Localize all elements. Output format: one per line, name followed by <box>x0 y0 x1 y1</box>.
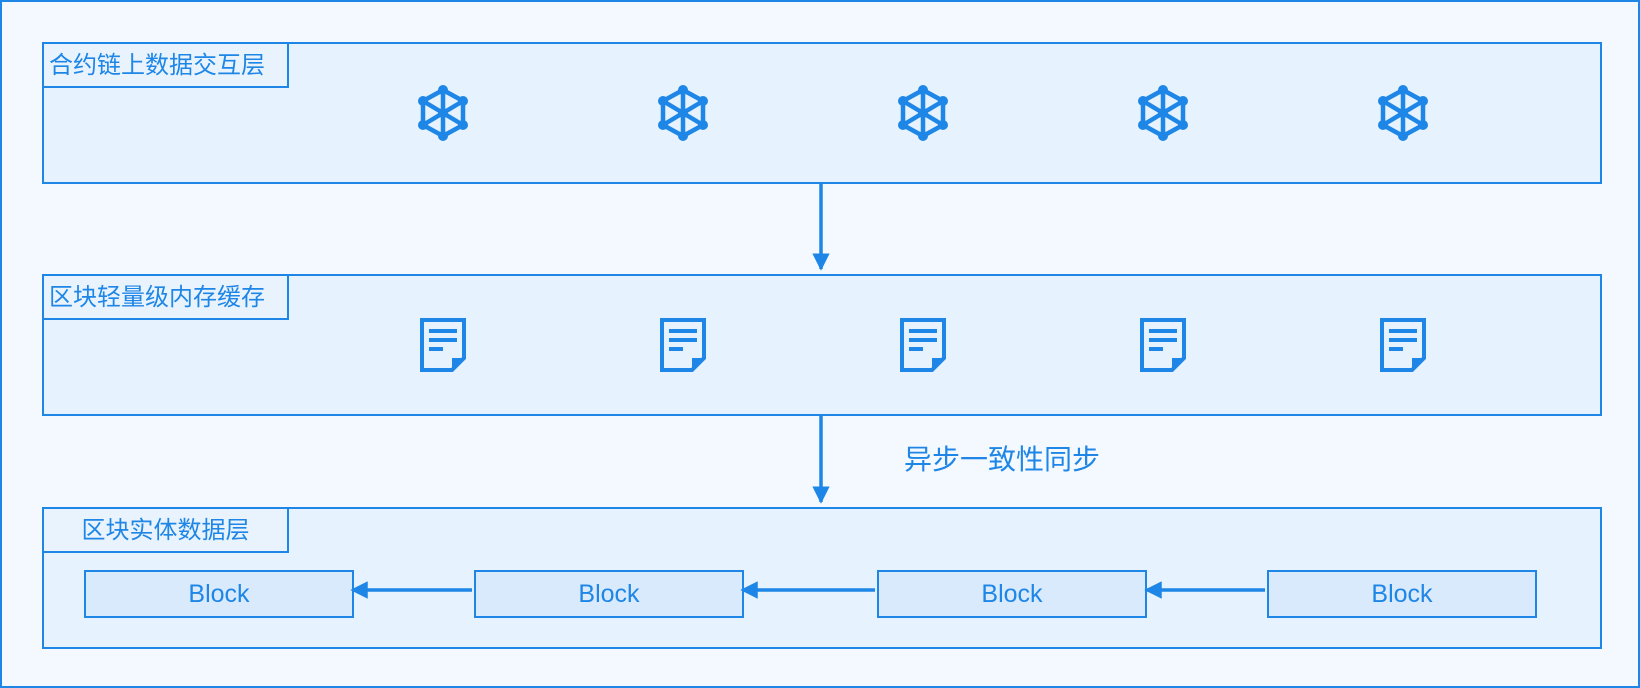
network-node-icon <box>657 84 709 142</box>
block-memory-cache-layer: 区块轻量级内存缓存 <box>42 274 1602 416</box>
async-sync-label: 异步一致性同步 <box>904 443 1101 476</box>
block-node: Block <box>474 570 744 618</box>
document-icon <box>897 316 949 374</box>
block-node: Block <box>877 570 1147 618</box>
document-icon <box>657 316 709 374</box>
network-node-icon <box>897 84 949 142</box>
contract-interaction-layer: 合约链上数据交互层 <box>42 42 1602 184</box>
layer-title: 区块轻量级内存缓存 <box>44 276 289 320</box>
block-node: Block <box>1267 570 1537 618</box>
document-icon <box>1137 316 1189 374</box>
document-icon <box>417 316 469 374</box>
layer-title: 区块实体数据层 <box>44 509 289 553</box>
document-icon <box>1377 316 1429 374</box>
block-node: Block <box>84 570 354 618</box>
layer-title: 合约链上数据交互层 <box>44 44 289 88</box>
block-entity-data-layer: 区块实体数据层 Block Block Block Block <box>42 507 1602 649</box>
network-node-icon <box>1377 84 1429 142</box>
network-node-icon <box>417 84 469 142</box>
network-node-icon <box>1137 84 1189 142</box>
